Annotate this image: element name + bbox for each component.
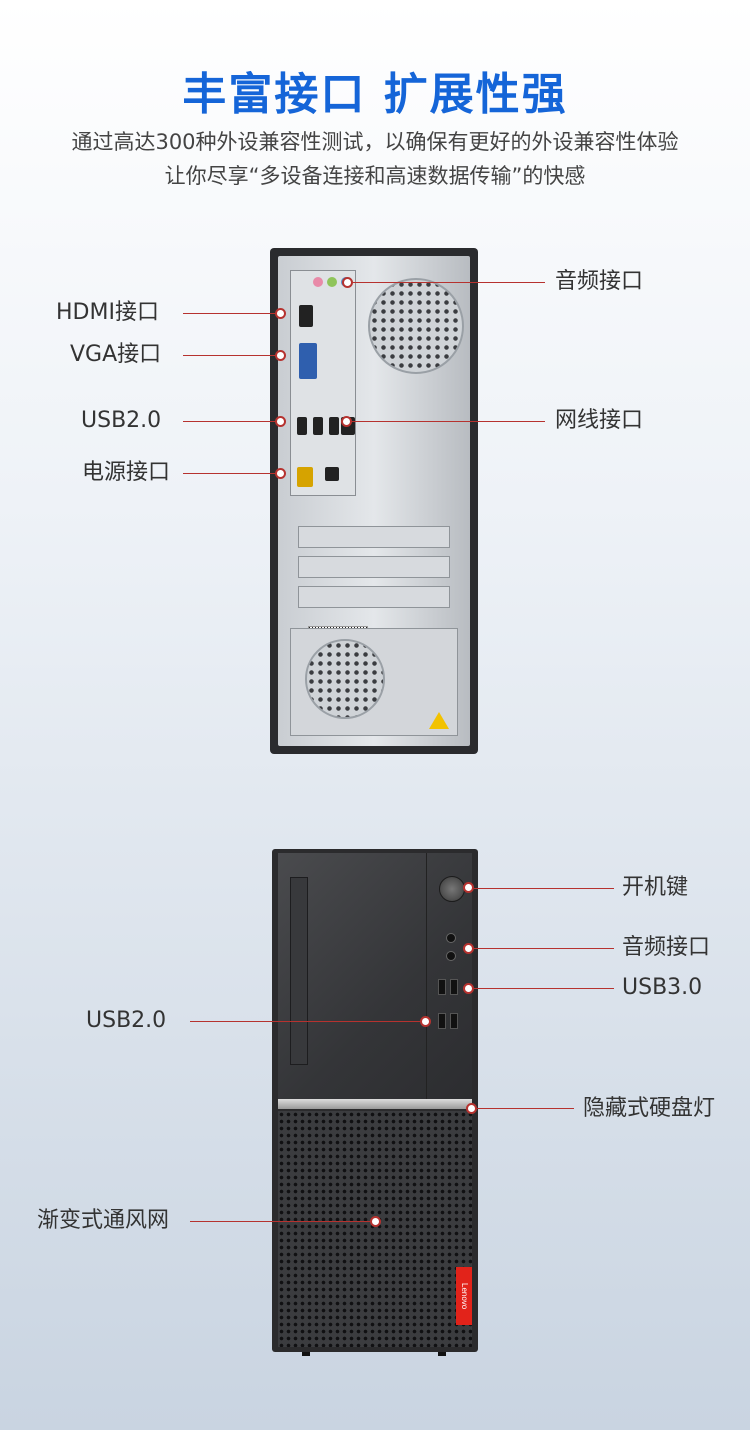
front-usb3-port-2 xyxy=(450,979,458,995)
rear-vga-marker xyxy=(275,350,286,361)
front-power-label: 开机键 xyxy=(622,875,689,900)
front-divider xyxy=(426,853,427,1099)
front-vent-mesh xyxy=(278,1111,472,1347)
psu-fan-grill xyxy=(305,639,385,719)
front-audio-line xyxy=(474,948,614,949)
front-usb2-port-2 xyxy=(450,1013,458,1029)
power-button xyxy=(439,876,465,902)
subtitle-line-2: 让你尽享“多设备连接和高速数据传输”的快感 xyxy=(164,164,586,188)
warning-icon xyxy=(429,712,449,729)
front-usb3-port-1 xyxy=(438,979,446,995)
front-hdd-led-label: 隐藏式硬盘灯 xyxy=(583,1096,716,1121)
front-usb3-line xyxy=(474,988,614,989)
rear-audio-marker xyxy=(342,277,353,288)
front-power-marker xyxy=(463,882,474,893)
rear-lan-line xyxy=(352,421,545,422)
front-hdd-led-line xyxy=(477,1108,574,1109)
front-vent-marker xyxy=(370,1216,381,1227)
expansion-slot-1 xyxy=(298,526,450,548)
audio-jack-green xyxy=(327,277,337,287)
power-port xyxy=(297,467,313,487)
front-usb3-marker xyxy=(463,983,474,994)
brand-logo: Lenovo xyxy=(456,1267,472,1325)
front-foot-right xyxy=(438,1352,446,1356)
rear-usb2-label: USB2.0 xyxy=(81,408,162,433)
rear-chassis-image xyxy=(270,248,478,754)
front-audio-jack-2 xyxy=(446,951,456,961)
front-usb2-port-1 xyxy=(438,1013,446,1029)
rear-vga-label: VGA接口 xyxy=(70,342,162,367)
rear-power-line xyxy=(183,473,277,474)
usb2-port-1 xyxy=(297,417,307,435)
expansion-slot-3 xyxy=(298,586,450,608)
cpu-fan-grill xyxy=(368,278,464,374)
front-foot-left xyxy=(302,1352,310,1356)
front-chassis-image: Lenovo xyxy=(272,849,478,1356)
front-audio-jack-1 xyxy=(446,933,456,943)
subtitle-line-1: 通过高达300种外设兼容性测试，以确保有更好的外设兼容性体验 xyxy=(71,130,679,154)
expansion-slot-2 xyxy=(298,556,450,578)
front-usb3-label: USB3.0 xyxy=(622,975,703,1000)
front-hdd-led-marker xyxy=(466,1103,477,1114)
rear-vga-line xyxy=(183,355,277,356)
rear-power-marker xyxy=(275,468,286,479)
usb2-port-3 xyxy=(329,417,339,435)
rear-panel xyxy=(278,256,470,746)
rear-usb2-line xyxy=(183,421,277,422)
hdmi-port xyxy=(299,305,313,327)
audio-jack-pink xyxy=(313,277,323,287)
front-vent-label: 渐变式通风网 xyxy=(37,1208,170,1233)
front-usb2-line xyxy=(190,1021,424,1022)
front-upper-panel xyxy=(278,853,472,1099)
rear-power-label: 电源接口 xyxy=(82,460,171,485)
rear-lan-label: 网线接口 xyxy=(555,408,644,433)
rear-hdmi-marker xyxy=(275,308,286,319)
rear-usb2-marker xyxy=(275,416,286,427)
rear-audio-label: 音频接口 xyxy=(555,269,644,294)
psu-panel xyxy=(290,628,458,736)
front-usb2-marker xyxy=(420,1016,431,1027)
page-title: 丰富接口 扩展性强 xyxy=(182,69,568,120)
front-usb2-label: USB2.0 xyxy=(86,1008,167,1033)
io-shield xyxy=(290,270,356,496)
front-power-line xyxy=(474,888,614,889)
usb2-port-2 xyxy=(313,417,323,435)
vga-port xyxy=(299,343,317,379)
rear-hdmi-label: HDMI接口 xyxy=(56,300,159,325)
front-audio-marker xyxy=(463,943,474,954)
power-port-2 xyxy=(325,467,339,481)
front-audio-label: 音频接口 xyxy=(622,935,711,960)
front-vent-line xyxy=(190,1221,373,1222)
optical-drive-bay xyxy=(290,877,308,1065)
rear-audio-line xyxy=(353,282,545,283)
hdd-led-strip xyxy=(278,1099,472,1109)
rear-hdmi-line xyxy=(183,313,277,314)
rear-lan-marker xyxy=(341,416,352,427)
